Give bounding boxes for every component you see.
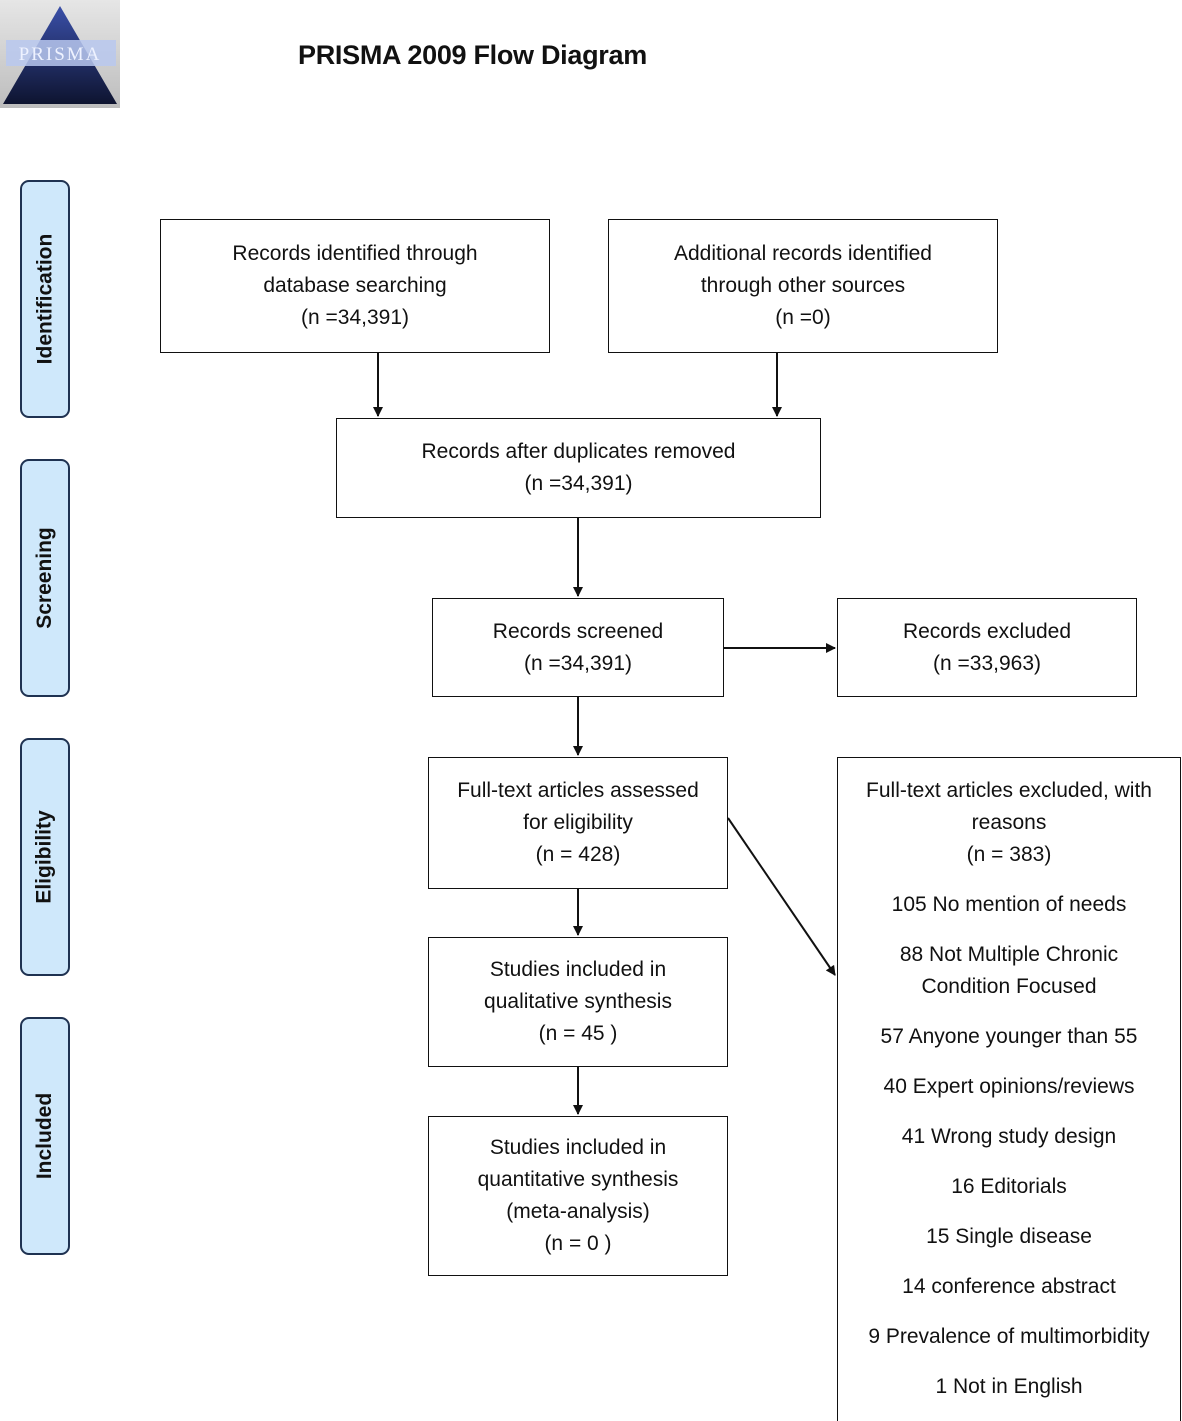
box-line: Full-text articles assessed	[457, 779, 699, 802]
box-qualitative-synthesis: Studies included in qualitative synthesi…	[428, 937, 728, 1067]
box-database-search: Records identified through database sear…	[160, 219, 550, 353]
exclusion-reason-line: 57 Anyone younger than 55	[880, 1025, 1138, 1048]
box-count: (n = 428)	[535, 843, 621, 866]
box-line: Additional records identified	[674, 242, 932, 265]
exclusion-header-line: reasons	[971, 811, 1047, 834]
box-count: (n =34,391)	[524, 472, 633, 495]
exclusion-reason: 41 Wrong study design	[838, 1121, 1180, 1153]
box-line: Records excluded	[902, 619, 1072, 643]
box-line: database searching	[263, 274, 447, 297]
exclusion-reason-line: Condition Focused	[921, 975, 1097, 998]
phase-included: Included	[20, 1017, 70, 1255]
box-line: Records identified through	[232, 242, 478, 265]
exclusion-header-line: Full-text articles excluded, with	[866, 779, 1152, 802]
exclusion-count: (n = 383)	[966, 843, 1052, 866]
box-line: Records screened	[492, 619, 664, 643]
box-count: (n =0)	[775, 306, 831, 329]
exclusion-reason-line: 88 Not Multiple Chronic	[899, 943, 1119, 966]
phase-identification: Identification	[20, 180, 70, 418]
box-line: Studies included in	[489, 1136, 667, 1159]
exclusion-reason: 88 Not Multiple Chronic Condition Focuse…	[838, 939, 1180, 1003]
exclusion-reason: 40 Expert opinions/reviews	[838, 1071, 1180, 1103]
exclusion-reason-line: 9 Prevalence of multimorbidity	[868, 1325, 1150, 1348]
exclusion-reason: 16 Editorials	[838, 1171, 1180, 1203]
box-count: (n =33,963)	[933, 651, 1041, 675]
exclusion-reason: 15 Single disease	[838, 1221, 1180, 1253]
arrow-fulltext-to-excluded	[727, 817, 836, 976]
box-line: through other sources	[700, 274, 906, 297]
box-records-excluded: Records excluded (n =33,963)	[837, 598, 1137, 697]
box-count: (n = 45 )	[538, 1022, 618, 1045]
exclusion-reason-line: 1 Not in English	[935, 1375, 1083, 1398]
exclusion-header: Full-text articles excluded, with reason…	[838, 775, 1180, 871]
box-line: qualitative synthesis	[484, 990, 672, 1013]
box-fulltext-assessed: Full-text articles assessed for eligibil…	[428, 757, 728, 889]
box-other-sources: Additional records identified through ot…	[608, 219, 998, 353]
exclusion-reason-line: 14 conference abstract	[902, 1275, 1116, 1298]
box-line: quantitative synthesis	[477, 1168, 679, 1191]
exclusion-reason: 1 Not in English	[838, 1371, 1180, 1403]
box-quantitative-synthesis: Studies included in quantitative synthes…	[428, 1116, 728, 1276]
exclusion-reason: 14 conference abstract	[838, 1271, 1180, 1303]
box-line: for eligibility	[523, 811, 633, 834]
box-count: (n =34,391)	[524, 651, 632, 675]
exclusion-reason-line: 105 No mention of needs	[891, 893, 1127, 916]
logo-text: PRISMA	[19, 44, 102, 65]
exclusion-reason: 9 Prevalence of multimorbidity	[838, 1321, 1180, 1353]
page-title: PRISMA 2009 Flow Diagram	[298, 40, 647, 70]
box-count: (n = 0 )	[544, 1232, 612, 1255]
exclusion-reason-line: 41 Wrong study design	[901, 1125, 1117, 1148]
box-count: (n =34,391)	[301, 306, 409, 329]
exclusion-reason: 57 Anyone younger than 55	[838, 1021, 1180, 1053]
phase-eligibility: Eligibility	[20, 738, 70, 976]
phase-screening: Screening	[20, 459, 70, 697]
exclusion-reason-line: 15 Single disease	[926, 1225, 1092, 1248]
box-line: Studies included in	[489, 958, 667, 981]
box-records-screened: Records screened (n =34,391)	[432, 598, 724, 697]
box-fulltext-excluded: Full-text articles excluded, with reason…	[837, 757, 1181, 1421]
box-line: (meta-analysis)	[506, 1200, 650, 1223]
prisma-logo: PRISMA	[0, 0, 120, 108]
box-line: Records after duplicates removed	[421, 440, 736, 463]
exclusion-reason-line: 16 Editorials	[951, 1175, 1067, 1198]
exclusion-reason: 105 No mention of needs	[838, 889, 1180, 921]
exclusion-reason-line: 40 Expert opinions/reviews	[883, 1075, 1135, 1098]
box-duplicates-removed: Records after duplicates removed (n =34,…	[336, 418, 821, 518]
